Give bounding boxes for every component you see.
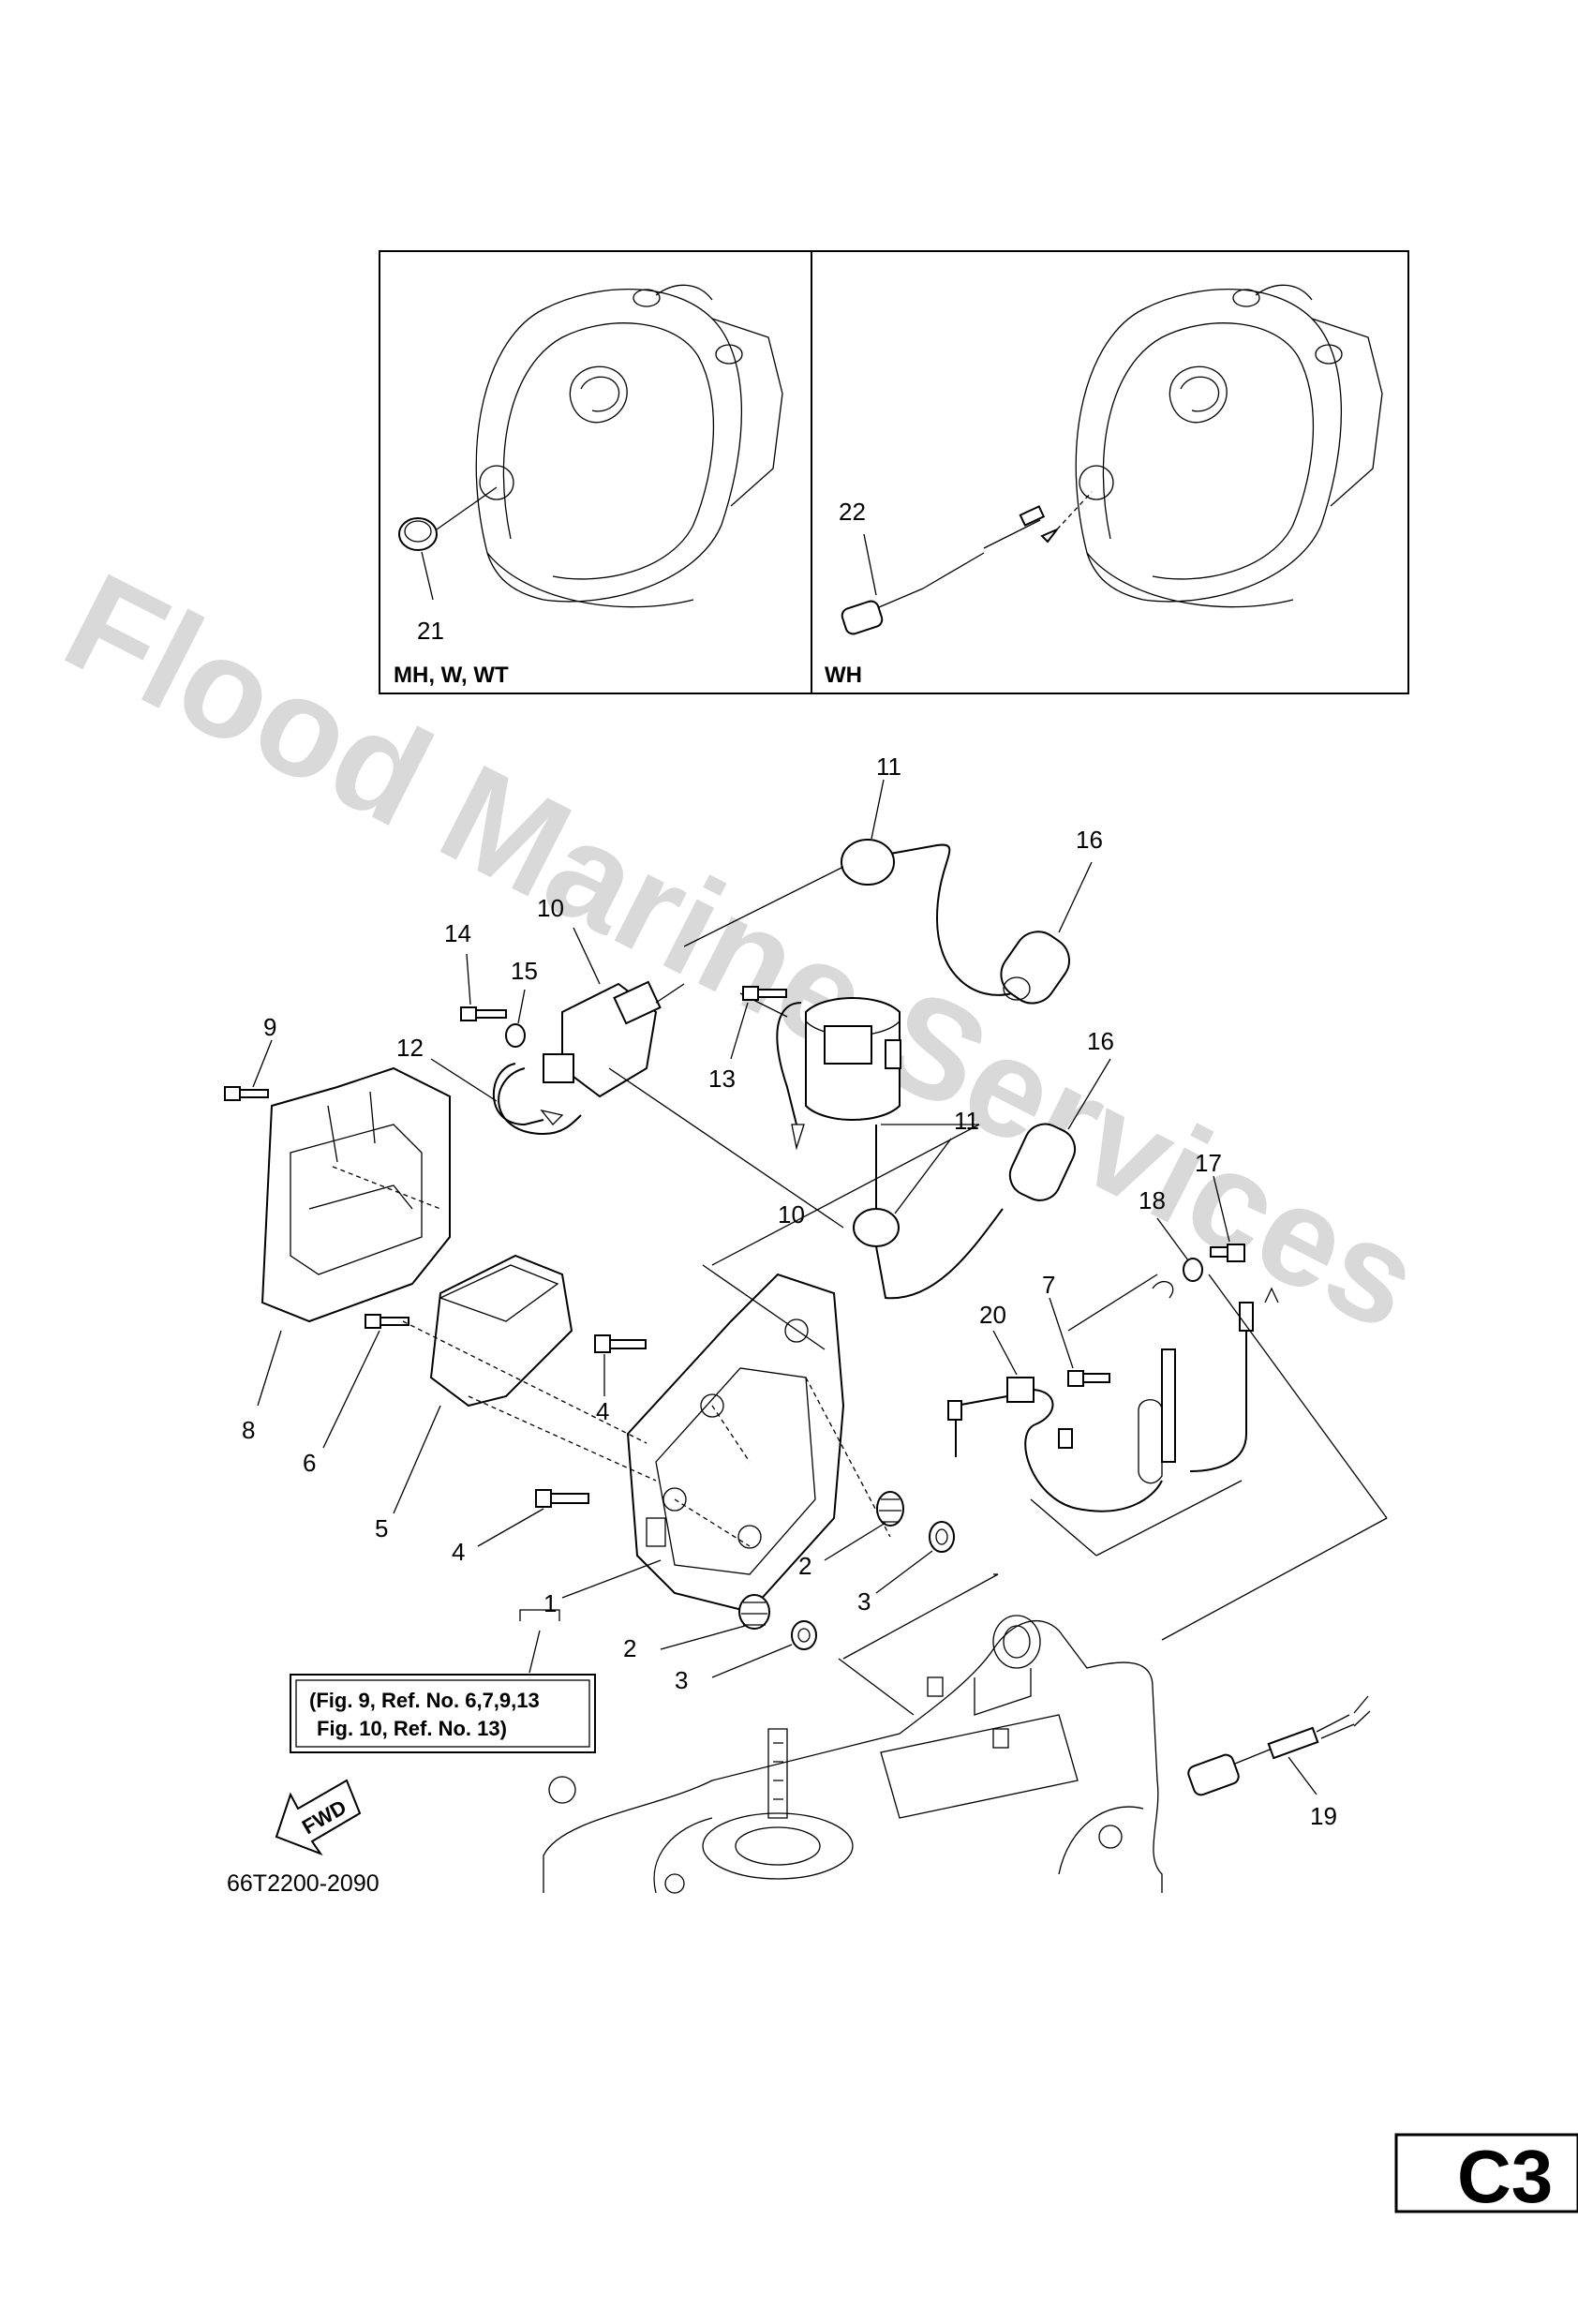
callout-1: 1 — [543, 1589, 557, 1617]
flywheel-cover-left — [475, 284, 783, 608]
variant-label-left: MH, W, WT — [394, 663, 509, 688]
sensor-part-22 — [841, 491, 1093, 635]
sensor-19 — [1187, 1695, 1371, 1796]
callout-12: 12 — [396, 1034, 424, 1062]
drawing-code: 66T2200-2090 — [227, 1870, 380, 1897]
wire-harness-20 — [947, 1280, 1279, 1512]
grommet-2-upper — [824, 1491, 904, 1561]
watermark: Flood Marine Services — [42, 543, 1443, 1361]
plug-cap-11-upper — [683, 779, 1013, 996]
ignition-coil-10-left — [498, 927, 685, 1136]
flywheel-cover-right — [1075, 284, 1383, 608]
callout-3-lower: 3 — [675, 1666, 688, 1694]
callout-16-lower: 16 — [1087, 1027, 1114, 1055]
bolt-7 — [1049, 1297, 1110, 1387]
bolt-17 — [1210, 1175, 1245, 1262]
collar-3-upper — [875, 1521, 955, 1594]
callout-6: 6 — [303, 1449, 316, 1477]
collar-3-lower — [711, 1620, 817, 1678]
note-line-2: Fig. 10, Ref. No. 13) — [317, 1717, 507, 1740]
callout-22: 22 — [839, 498, 866, 526]
callout-19: 19 — [1310, 1802, 1337, 1830]
callout-5: 5 — [375, 1514, 388, 1542]
callout-7: 7 — [1042, 1271, 1055, 1299]
callout-4-upper: 4 — [596, 1397, 609, 1425]
cover-8 — [257, 1066, 451, 1407]
spark-plug-cap-16-upper — [1000, 861, 1093, 1005]
watermark-text: Flood Marine Services — [42, 543, 1443, 1361]
callout-10-upper: 10 — [537, 894, 564, 922]
base-plate-1 — [561, 1273, 845, 1614]
callout-11-lower: 11 — [954, 1107, 979, 1135]
reference-note: (Fig. 9, Ref. No. 6,7,9,13 Fig. 10, Ref.… — [290, 1674, 596, 1753]
engine-block — [543, 1615, 1163, 1894]
callout-18: 18 — [1139, 1186, 1166, 1214]
callout-3-upper: 3 — [857, 1587, 871, 1616]
washer-18 — [1156, 1217, 1203, 1282]
bolt-6 — [322, 1314, 409, 1449]
bolt-14 — [460, 953, 507, 1021]
harness-guides — [838, 1274, 1388, 1716]
fwd-arrow: FWD — [275, 1779, 362, 1856]
grommet-2-lower — [660, 1594, 770, 1650]
callout-8: 8 — [242, 1416, 255, 1444]
callout-17: 17 — [1195, 1149, 1222, 1177]
callout-2-upper: 2 — [798, 1552, 811, 1580]
bolt-9 — [224, 1039, 273, 1101]
bolt-4-upper — [594, 1334, 647, 1396]
section-tag-text: C3 — [1457, 2135, 1553, 2218]
note-line-1: (Fig. 9, Ref. No. 6,7,9,13 — [309, 1689, 540, 1712]
callout-16-upper: 16 — [1076, 826, 1103, 854]
plug-cap-11-lower — [853, 1125, 1004, 1300]
callout-15: 15 — [511, 957, 538, 985]
ignition-coil-10-right — [739, 992, 901, 1151]
fwd-label: FWD — [298, 1795, 350, 1840]
plug-part-21 — [398, 486, 498, 551]
coil-group-guides — [608, 1067, 980, 1350]
callout-11-upper: 11 — [876, 752, 901, 781]
callout-20: 20 — [979, 1301, 1006, 1329]
ground-lead-12 — [430, 1058, 564, 1126]
spark-plug-cap-16-lower — [1008, 1058, 1111, 1201]
washer-15 — [505, 989, 526, 1048]
callout-13: 13 — [708, 1065, 736, 1093]
callout-9: 9 — [263, 1013, 276, 1041]
section-tag: C3 — [1394, 2133, 1578, 2218]
bolt-13 — [730, 986, 787, 1060]
variant-inset: 21 MH, W, WT 22 WH — [379, 250, 1409, 694]
callout-14: 14 — [444, 919, 471, 947]
cdi-unit-5 — [393, 1254, 573, 1514]
assembly-guides — [332, 1166, 891, 1547]
callout-4-lower: 4 — [452, 1538, 465, 1566]
callout-21: 21 — [417, 617, 444, 645]
callout-2-lower: 2 — [623, 1634, 636, 1662]
callout-10-lower: 10 — [778, 1200, 805, 1229]
bracket-1 — [519, 1609, 560, 1621]
variant-label-right: WH — [825, 663, 862, 688]
bolt-4-lower — [477, 1489, 589, 1547]
